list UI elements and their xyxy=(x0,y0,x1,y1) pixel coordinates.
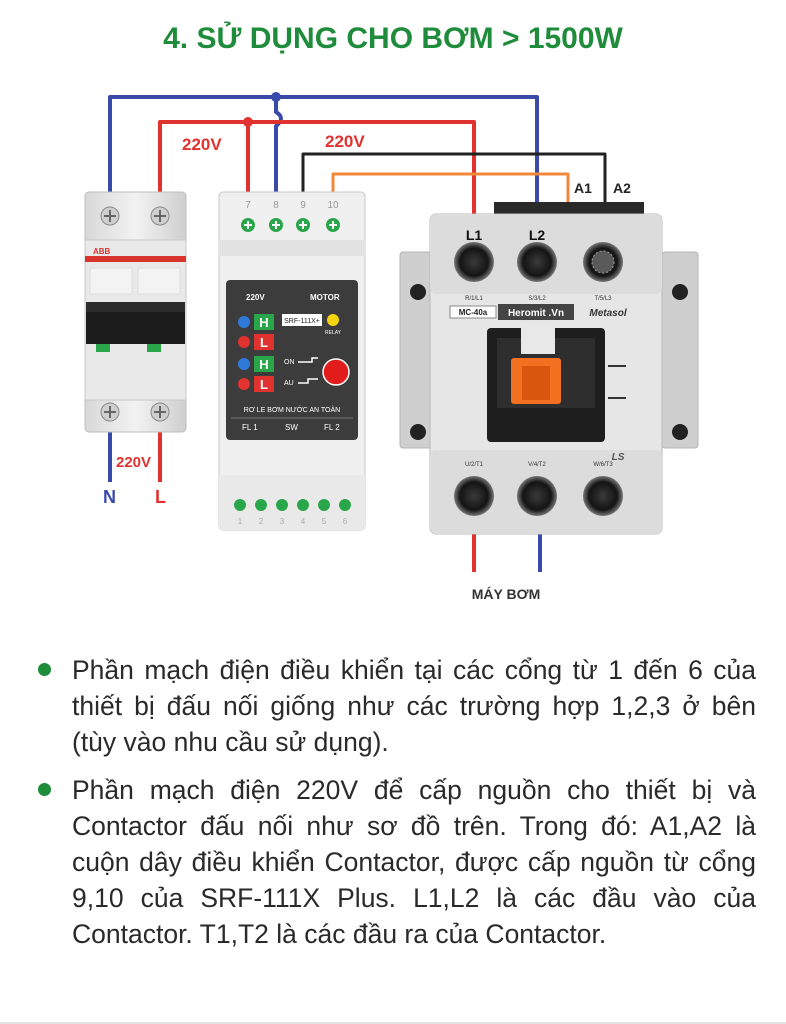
bullet-item: Phần mạch điện điều khiển tại các cổng t… xyxy=(38,652,756,760)
relay-head-220v: 220V xyxy=(246,293,265,302)
label-a2: A2 xyxy=(613,180,631,196)
relay-au-label: AU xyxy=(284,380,294,387)
contactor-logo: LS xyxy=(612,452,625,463)
contactor-t-top-2: S/3/L2 xyxy=(528,296,546,302)
contactor-terminal-t1 xyxy=(454,476,494,516)
relay-l2: L xyxy=(260,377,268,392)
bullet-item: Phần mạch điện 220V để cấp nguồn cho thi… xyxy=(38,772,756,952)
bullet-dot-icon xyxy=(38,663,51,676)
relay-led-label: RELAY xyxy=(325,330,342,336)
relay-h2: H xyxy=(259,357,268,372)
label-n: N xyxy=(103,487,116,507)
wire-blue-relay xyxy=(274,97,283,200)
contactor-t-top-3: T/5/L3 xyxy=(594,296,612,302)
contactor-t-top-1: R/1/L1 xyxy=(465,296,483,302)
relay-terminal-10: 10 xyxy=(327,200,339,211)
relay-terminal-9: 9 xyxy=(300,200,306,211)
contactor-model: MC-40a xyxy=(459,308,488,317)
relay-l1: L xyxy=(260,335,268,350)
contactor-t-bottom-3: W/6/T3 xyxy=(593,462,613,468)
relay-bottom-6: 6 xyxy=(343,517,348,526)
relay-bottom-2: 2 xyxy=(259,517,264,526)
relay-model: SRF-111X+ xyxy=(284,318,320,325)
wire-black xyxy=(301,152,607,205)
bullet-dot-icon xyxy=(38,783,51,796)
relay-bottom-1: 1 xyxy=(238,517,243,526)
relay-name: RƠ LE BƠM NƯỚC AN TOÀN xyxy=(244,405,340,414)
relay-fl2: FL 2 xyxy=(324,423,340,432)
contactor-terminal-t2 xyxy=(517,476,557,516)
page-title: 4. SỬ DỤNG CHO BƠM > 1500W xyxy=(163,22,623,55)
pump-label: MÁY BƠM xyxy=(472,586,540,602)
voltage-label-right: 220V xyxy=(325,132,365,151)
contactor-l1-label: L1 xyxy=(466,227,483,243)
contactor-l2-label: L2 xyxy=(529,227,546,243)
relay-terminal-8: 8 xyxy=(273,200,279,211)
contactor-t-bottom-2: V/4/T2 xyxy=(528,462,546,468)
bullet-text: Phần mạch điện điều khiển tại các cổng t… xyxy=(72,655,756,757)
voltage-label-breaker: 220V xyxy=(116,454,151,471)
relay-on-label: ON xyxy=(284,359,295,366)
circuit-breaker: ABB xyxy=(84,191,187,433)
wires xyxy=(108,95,607,572)
contactor-sticker: Heromit .Vn xyxy=(508,308,564,319)
relay-red-button xyxy=(322,358,350,386)
footer-divider xyxy=(0,1022,786,1024)
relay-terminal-7: 7 xyxy=(245,200,251,211)
contactor-terminal-l2 xyxy=(517,242,557,282)
bullet-list: Phần mạch điện điều khiển tại các cổng t… xyxy=(38,652,756,964)
contactor: L1 L2 R/1/L1 S/3/L2 T/5/L3 MC-40a Heromi… xyxy=(399,202,699,535)
breaker-brand: ABB xyxy=(93,247,111,256)
relay-sw: SW xyxy=(285,423,298,432)
relay-head-motor: MOTOR xyxy=(310,293,340,302)
relay-bottom-3: 3 xyxy=(280,517,285,526)
wire-orange xyxy=(331,172,570,205)
label-l: L xyxy=(155,487,166,507)
contactor-brand: Metasol xyxy=(589,308,626,319)
contactor-t-bottom-1: U/2/T1 xyxy=(465,462,484,468)
wire-blue-n xyxy=(108,95,539,225)
relay-led xyxy=(327,314,339,326)
relay-device: 7 8 9 10 220V MOTOR SRF-111X+ RELAY H L … xyxy=(218,191,366,531)
label-a1: A1 xyxy=(574,180,592,196)
junction-red xyxy=(243,117,253,127)
voltage-label-left: 220V xyxy=(182,135,222,154)
relay-h1: H xyxy=(259,315,268,330)
relay-bottom-4: 4 xyxy=(301,517,306,526)
contactor-terminal-l1 xyxy=(454,242,494,282)
relay-fl1: FL 1 xyxy=(242,423,258,432)
junction-blue xyxy=(271,92,281,102)
wiring-diagram: 220V 220V A1 A2 220V N L MÁY BƠM ABB 7 8… xyxy=(84,92,699,602)
relay-bottom-5: 5 xyxy=(322,517,327,526)
bullet-text: Phần mạch điện 220V để cấp nguồn cho thi… xyxy=(72,775,756,949)
contactor-terminal-t3 xyxy=(583,476,623,516)
